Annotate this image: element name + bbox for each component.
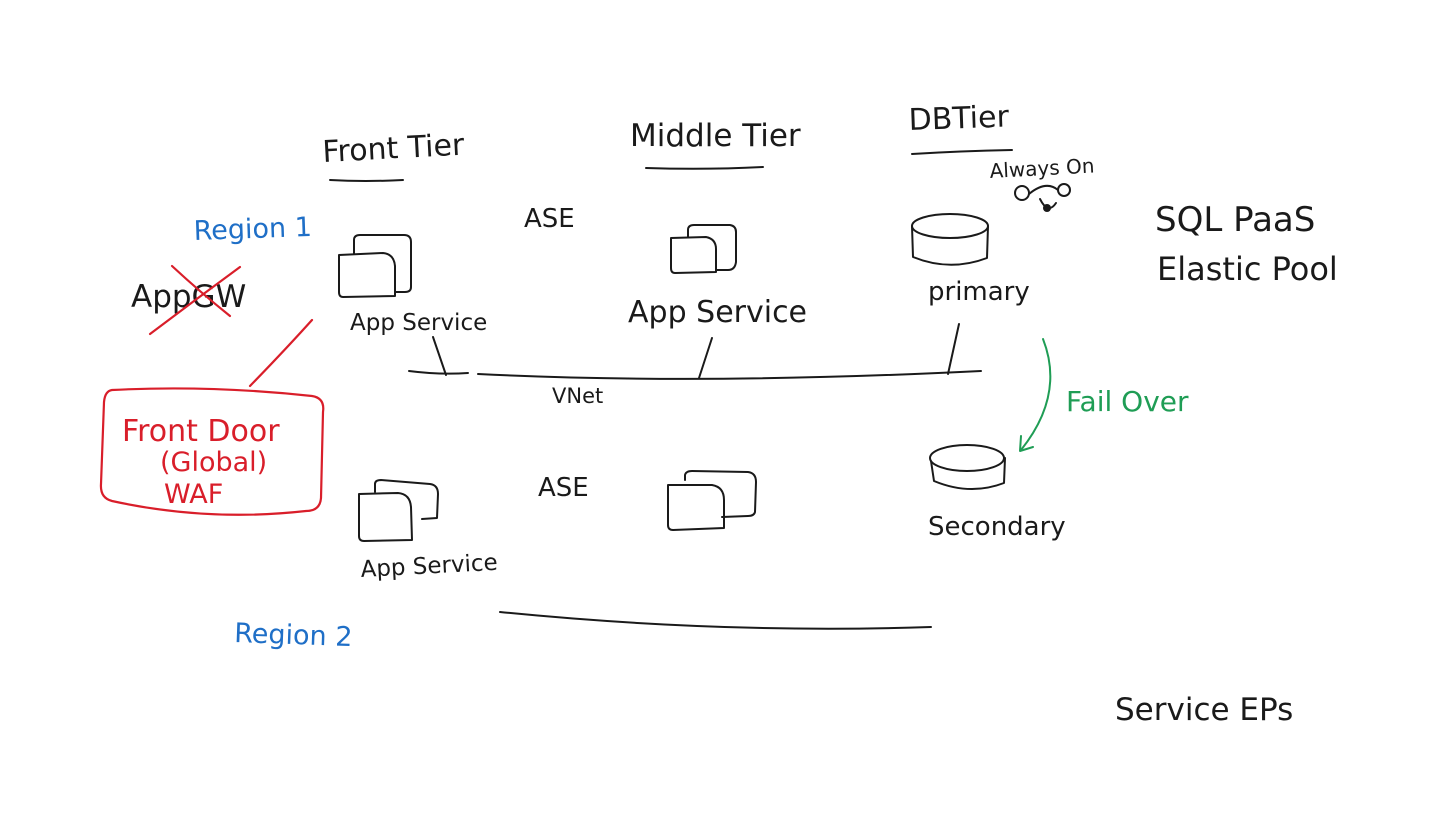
tier-db: DBTier (908, 99, 1013, 155)
vnet-line-main (477, 370, 982, 380)
app-service-icon (338, 234, 412, 298)
appgw-cross-stroke-2 (170, 264, 232, 318)
region-1-front-app-service-label: App Service (350, 310, 487, 336)
region-1-middle-app-service-label: App Service (628, 295, 807, 330)
region-2-db-secondary: Secondary (928, 444, 1066, 542)
region-1-db-primary-label: primary (928, 277, 1030, 307)
region-2-front-app-service: App Service (358, 479, 498, 583)
region-1-middle-app-service: App Service (628, 224, 807, 330)
failover-arrow-shaft (1020, 338, 1052, 451)
tier-middle-label: Middle Tier (630, 118, 801, 154)
app-service-icon (670, 224, 737, 274)
tier-front: Front Tier (322, 128, 466, 182)
app-service-icon (667, 470, 757, 531)
vnet-drop-front (432, 336, 447, 376)
tier-db-underline (911, 149, 1013, 155)
tier-front-label: Front Tier (322, 128, 466, 170)
always-on-note: Always On (989, 154, 1095, 212)
region-2-ase-label: ASE (538, 473, 589, 503)
failover-label: Fail Over (1066, 385, 1189, 418)
sql-paas-line-2: Elastic Pool (1157, 250, 1338, 288)
always-on-label: Always On (989, 154, 1095, 183)
front-door-line-1: Front Door (122, 414, 280, 449)
database-icon (929, 444, 1006, 491)
region-2-front-app-service-label: App Service (360, 550, 498, 583)
failover-arrow: Fail Over (1019, 338, 1189, 452)
region-2-middle-app-service (667, 470, 757, 531)
vnet-line-left (408, 370, 469, 375)
app-service-icon (358, 479, 439, 542)
front-door-outline (99, 387, 325, 516)
tier-middle-underline (645, 166, 764, 170)
appgw-label: AppGW (131, 279, 246, 315)
sql-paas-line-1: SQL PaaS (1155, 200, 1315, 240)
front-door-line-2: (Global) (160, 447, 267, 478)
service-eps-label: Service EPs (1115, 692, 1293, 728)
front-door-box: Front Door (Global) WAF (99, 318, 325, 516)
region-1-vnet-label: VNet (552, 384, 603, 408)
front-door-line-3: WAF (164, 479, 223, 510)
appgw-cross-stroke-1 (148, 265, 242, 336)
tier-middle: Middle Tier (630, 118, 801, 170)
region-2-vnet-line (499, 611, 932, 630)
region-2-db-secondary-label: Secondary (928, 512, 1066, 542)
region-1-db-primary: primary (911, 213, 1030, 307)
failover-arrowhead (1019, 435, 1034, 452)
region-1-front-app-service: App Service (338, 234, 487, 336)
vnet-drop-db (947, 323, 960, 375)
region-1-vnet: VNet (408, 323, 982, 408)
region-1-ase-label: ASE (524, 204, 575, 234)
region-1-label: Region 1 (193, 212, 312, 247)
database-icon (911, 213, 989, 266)
appgw-crossed-out: AppGW (131, 264, 246, 336)
tier-db-label: DBTier (908, 99, 1010, 137)
front-door-arrow-stroke (248, 318, 314, 388)
vnet-drop-middle (698, 337, 713, 379)
sql-paas-note: SQL PaaS Elastic Pool (1155, 200, 1338, 288)
region-2-label: Region 2 (234, 618, 353, 653)
tier-front-underline (329, 179, 404, 182)
always-on-icon (1014, 183, 1071, 212)
